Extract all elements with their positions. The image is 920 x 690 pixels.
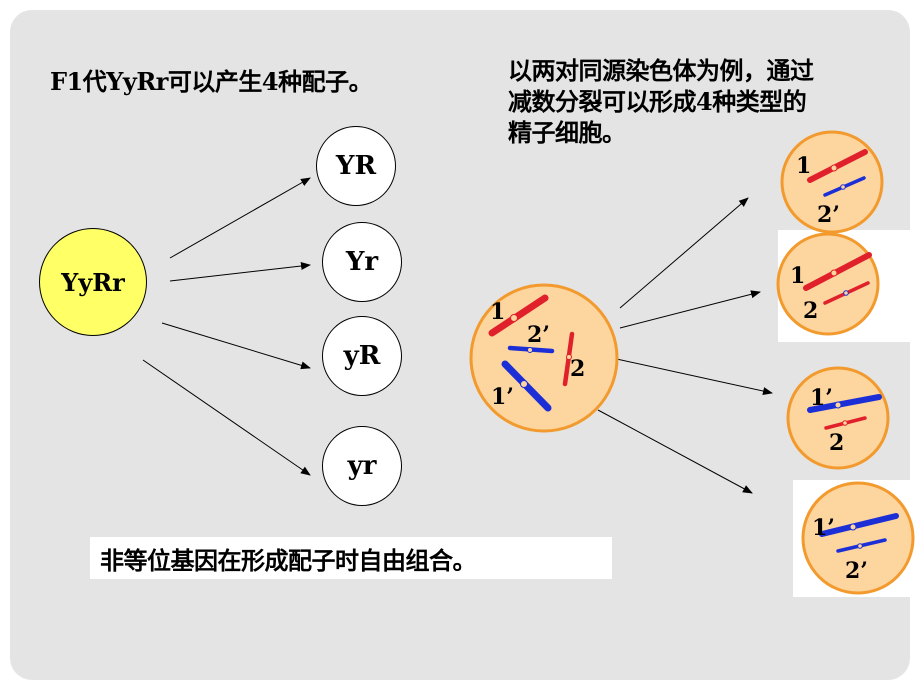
daughter-2-label-bottom: 2 (803, 298, 818, 324)
right-title-line-2: 减数分裂可以形成4种类型的 (508, 87, 807, 116)
footer-statement: 非等位基因在形成配子时自由组合。 (90, 537, 612, 579)
arrow-to-daughter-2 (619, 290, 761, 329)
arrow-to-daughter-1 (619, 197, 749, 309)
daughter-4-label-bottom: 2’ (845, 558, 868, 584)
right-title: 以两对同源染色体为例，通过 减数分裂可以形成4种类型的 精子细胞。 (508, 55, 908, 148)
right-title-line-1: 以两对同源染色体为例，通过 (508, 56, 814, 85)
daughter-cell-1: 1 2’ (780, 130, 884, 234)
right-title-line-3: 精子细胞。 (508, 118, 626, 147)
daughter-4-label-top: 1’ (812, 515, 835, 541)
mother-cell: 1 2’ 2 1’ (469, 283, 619, 433)
daughter-3-label-top: 1’ (810, 385, 833, 411)
mother-label-1: 1 (490, 299, 505, 325)
arrow-to-Yr (169, 262, 311, 282)
gamete-Yr: Yr (322, 222, 402, 302)
daughter-1-label-top: 1 (796, 153, 811, 179)
arrow-to-daughter-4 (597, 409, 753, 494)
daughter-cell-2: 1 2 (776, 232, 880, 336)
gamete-yR: yR (322, 316, 402, 396)
arrow-to-yR (161, 322, 311, 370)
daughter-3-label-bottom: 2 (829, 430, 844, 456)
mother-label-1prime: 1’ (491, 384, 514, 410)
gamete-YR: YR (316, 126, 396, 206)
left-title: F1代YyRr可以产生4种配子。 (50, 67, 373, 96)
mother-label-2prime: 2’ (527, 322, 550, 348)
daughter-cell-3: 1’ 2 (786, 366, 890, 470)
arrow-to-daughter-3 (611, 357, 773, 395)
arrow-to-YR (169, 177, 311, 259)
mother-label-2: 2 (570, 356, 585, 382)
daughter-1-label-bottom: 2’ (817, 202, 840, 228)
gamete-yr: yr (322, 426, 402, 506)
arrow-to-yr (142, 359, 311, 476)
parent-genotype-circle: YyRr (39, 228, 147, 336)
daughter-cell-4: 1’ 2’ (801, 481, 915, 595)
daughter-2-label-top: 1 (790, 263, 805, 289)
